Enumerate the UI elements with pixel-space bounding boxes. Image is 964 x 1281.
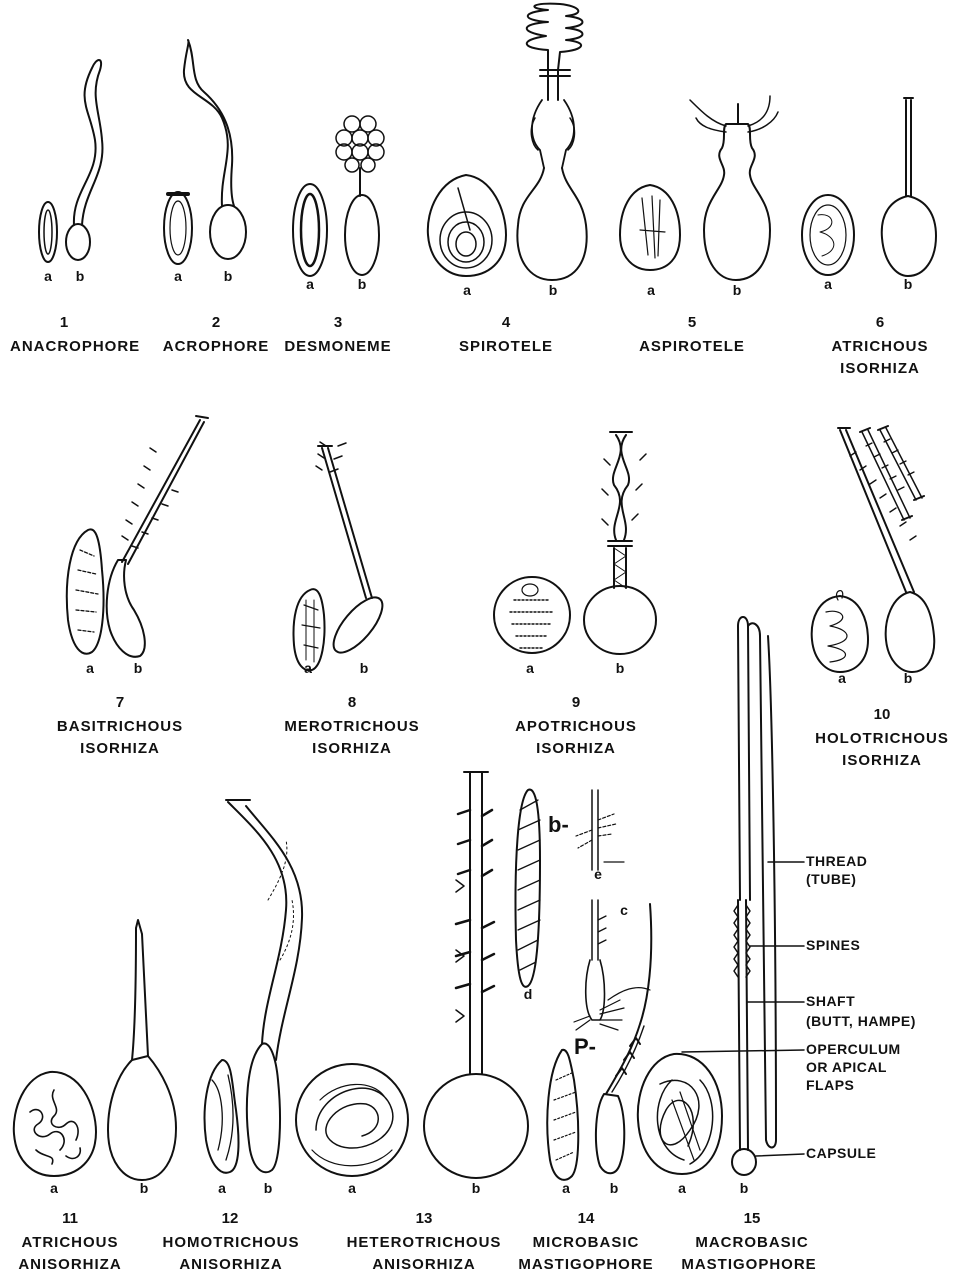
type-name-14-line2: MASTIGOPHORE: [516, 1256, 656, 1274]
type-name-2: ACROPHORE: [156, 338, 276, 356]
sublabel-9a: a: [520, 660, 540, 676]
sublabel-6a: a: [818, 276, 838, 292]
type-number-7: 7: [100, 694, 140, 711]
sublabel-3a: a: [300, 276, 320, 292]
sublabel-2b: b: [218, 268, 238, 284]
sublabel-2a: a: [168, 268, 188, 284]
sublabel-14b: b: [604, 1180, 624, 1196]
callout-capsule: CAPSULE: [806, 1145, 876, 1162]
sublabel-10a: a: [832, 670, 852, 686]
type-name-11-line2: ANISORHIZA: [6, 1256, 134, 1274]
sublabel-3b: b: [352, 276, 372, 292]
type-name-12-line1: HOMOTRICHOUS: [156, 1234, 306, 1252]
sublabel-7a: a: [80, 660, 100, 676]
sublabel-11a: a: [44, 1180, 64, 1196]
type-number-1: 1: [44, 314, 84, 331]
sublabel-1a: a: [38, 268, 58, 284]
type-name-12-line2: ANISORHIZA: [156, 1256, 306, 1274]
type-name-15-line1: MACROBASIC: [674, 1234, 830, 1252]
type-name-10-line1: HOLOTRICHOUS: [808, 730, 956, 748]
sublabel-4a: a: [457, 282, 477, 298]
sublabel-4b: b: [543, 282, 563, 298]
type-number-6: 6: [860, 314, 900, 331]
type-name-7-line2: ISORHIZA: [54, 740, 186, 758]
sublabel-15b: b: [734, 1180, 754, 1196]
type-name-6-line2: ISORHIZA: [814, 360, 946, 378]
type-name-15-line2: MASTIGOPHORE: [664, 1256, 834, 1274]
callout-spines: SPINES: [806, 937, 860, 954]
type-name-9-line1: APOTRICHOUS: [508, 718, 644, 736]
sublabel-15a: a: [672, 1180, 692, 1196]
type-number-8: 8: [332, 694, 372, 711]
sublabel-13a: a: [342, 1180, 362, 1196]
detail-label-b: b-: [548, 812, 569, 838]
sublabel-1b: b: [70, 268, 90, 284]
type-number-4: 4: [486, 314, 526, 331]
sublabel-8b: b: [354, 660, 374, 676]
type-name-5: ASPIROTELE: [622, 338, 762, 356]
type-name-13-line1: HETEROTRICHOUS: [336, 1234, 512, 1252]
sublabel-10b: b: [898, 670, 918, 686]
type-name-4: SPIROTELE: [440, 338, 572, 356]
type-number-11: 11: [50, 1210, 90, 1227]
callout-shaft: SHAFT: [806, 993, 855, 1010]
sublabel-7b: b: [128, 660, 148, 676]
type-number-13: 13: [404, 1210, 444, 1227]
callout-thread-alt: (TUBE): [806, 871, 856, 888]
sublabel-12a: a: [212, 1180, 232, 1196]
sublabel-12b: b: [258, 1180, 278, 1196]
type-number-9: 9: [556, 694, 596, 711]
callout-operculum-3: FLAPS: [806, 1077, 854, 1094]
type-name-8-line1: MEROTRICHOUS: [282, 718, 422, 736]
type-number-14: 14: [566, 1210, 606, 1227]
sublabel-14e: e: [588, 866, 608, 882]
callout-shaft-alt: (BUTT, HAMPE): [806, 1013, 916, 1030]
type-number-15: 15: [732, 1210, 772, 1227]
sublabel-5b: b: [727, 282, 747, 298]
type-number-3: 3: [318, 314, 358, 331]
type-number-2: 2: [196, 314, 236, 331]
callout-operculum-2: OR APICAL: [806, 1059, 887, 1076]
sublabel-11b: b: [134, 1180, 154, 1196]
sublabel-5a: a: [641, 282, 661, 298]
type-number-12: 12: [210, 1210, 250, 1227]
callout-operculum-1: OPERCULUM: [806, 1041, 901, 1058]
sublabel-13d: d: [518, 986, 538, 1002]
type-name-10-line2: ISORHIZA: [808, 752, 956, 770]
sublabel-13b: b: [466, 1180, 486, 1196]
callout-thread: THREAD: [806, 853, 867, 870]
type-name-14-line1: MICROBASIC: [516, 1234, 656, 1252]
sublabel-14a: a: [556, 1180, 576, 1196]
type-name-6-line1: ATRICHOUS: [814, 338, 946, 356]
type-name-9-line2: ISORHIZA: [508, 740, 644, 758]
type-name-1: ANACROPHORE: [10, 338, 140, 356]
type-name-13-line2: ANISORHIZA: [336, 1256, 512, 1274]
detail-label-p: P-: [574, 1034, 596, 1060]
type-name-11-line1: ATRICHOUS: [6, 1234, 134, 1252]
type-name-8-line2: ISORHIZA: [282, 740, 422, 758]
type-number-5: 5: [672, 314, 712, 331]
sublabel-8a: a: [298, 660, 318, 676]
sublabel-6b: b: [898, 276, 918, 292]
sublabel-9b: b: [610, 660, 630, 676]
type-number-10: 10: [862, 706, 902, 723]
type-name-3: DESMONEME: [276, 338, 400, 356]
type-name-7-line1: BASITRICHOUS: [54, 718, 186, 736]
sublabel-14c: c: [614, 902, 634, 918]
